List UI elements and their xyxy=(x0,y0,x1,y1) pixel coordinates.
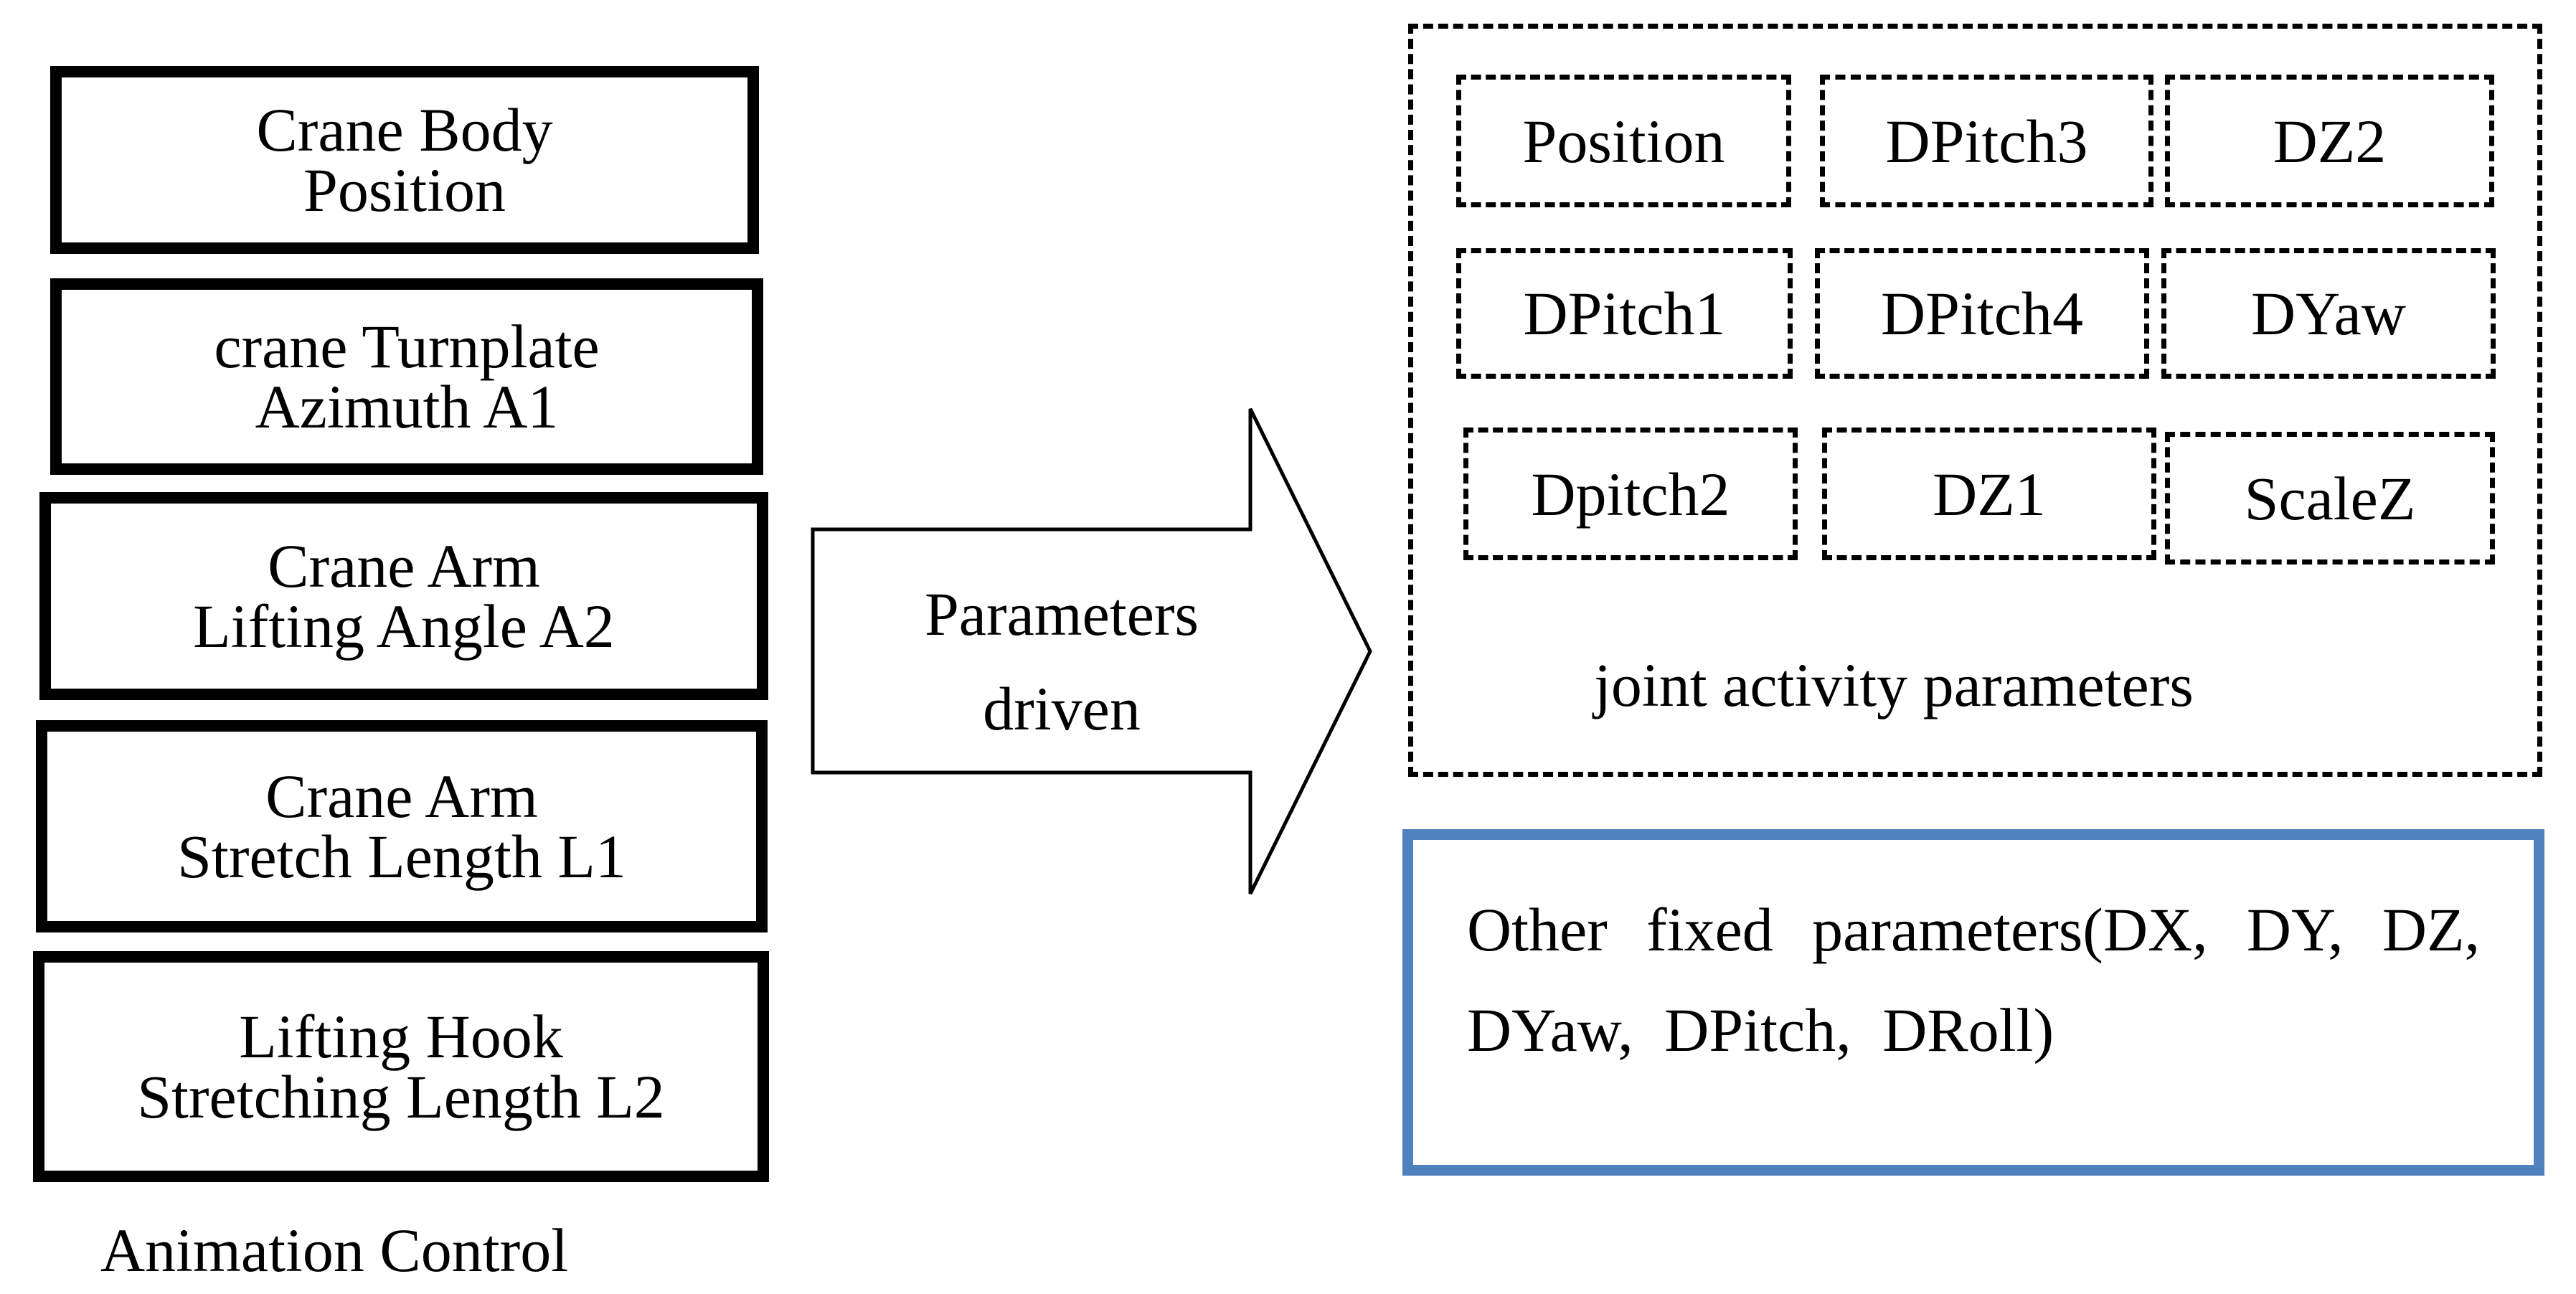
param-scalez: ScaleZ xyxy=(2165,432,2495,565)
param-dpitch3: DPitch3 xyxy=(1820,75,2153,207)
arrow-label: Parameters driven xyxy=(811,567,1313,756)
param-dyaw: DYaw xyxy=(2161,248,2496,379)
animation-control-caption: Animation Control xyxy=(100,1216,569,1285)
arm-lifting-angle-box: Crane Arm Lifting Angle A2 xyxy=(39,492,768,700)
box-line: Stretch Length L1 xyxy=(177,822,626,891)
box-line: crane Turnplate xyxy=(214,312,600,381)
hook-stretching-length-box: Lifting Hook Stretching Length L2 xyxy=(33,951,769,1182)
box-line: Lifting Hook xyxy=(239,1002,563,1071)
box-line: Crane Body xyxy=(256,95,553,164)
box-line: Position xyxy=(303,156,506,225)
joint-activity-group xyxy=(1408,24,2542,777)
param-dpitch4: DPitch4 xyxy=(1815,248,2149,379)
arm-stretch-length-box: Crane Arm Stretch Length L1 xyxy=(36,720,768,932)
box-line: Lifting Angle A2 xyxy=(193,592,615,661)
param-dpitch1: DPitch1 xyxy=(1456,248,1793,379)
box-line: Crane Arm xyxy=(265,762,538,831)
box-line: Azimuth A1 xyxy=(255,372,559,441)
arrow-label-line: Parameters xyxy=(924,580,1199,648)
param-dz1: DZ1 xyxy=(1822,428,2156,560)
fixed-parameters-box: Other fixed parameters(DX, DY, DZ, DYaw,… xyxy=(1402,829,2544,1176)
joint-activity-caption: joint activity parameters xyxy=(1594,651,2194,719)
param-dpitch2: Dpitch2 xyxy=(1463,428,1798,560)
crane-body-position-box: Crane Body Position xyxy=(50,66,759,254)
arrow-shape xyxy=(811,407,1372,895)
param-position: Position xyxy=(1456,75,1791,207)
arrow-label-line: driven xyxy=(983,674,1141,743)
box-line: Stretching Length L2 xyxy=(137,1062,665,1131)
box-line: Crane Arm xyxy=(268,532,540,600)
turnplate-azimuth-box: crane Turnplate Azimuth A1 xyxy=(50,278,763,475)
param-dz2: DZ2 xyxy=(2165,75,2494,207)
